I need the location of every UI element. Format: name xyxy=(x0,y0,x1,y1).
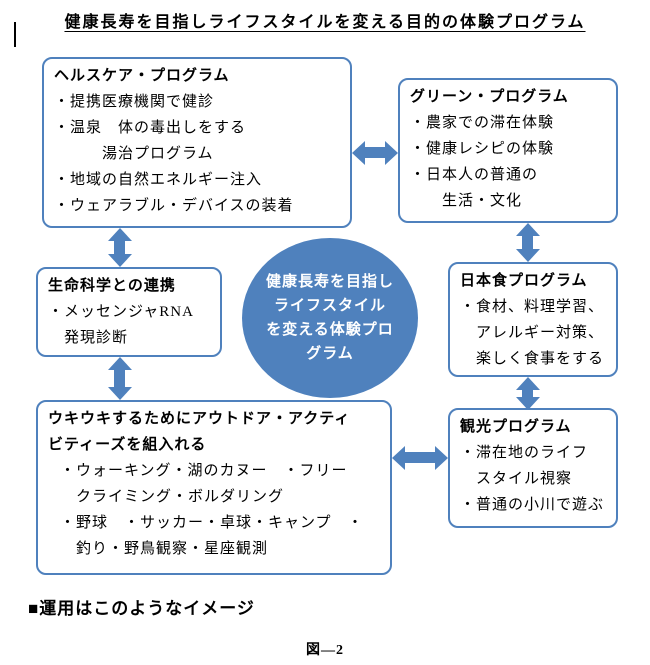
life-science-box: 生命科学との連携 ・メッセンジャRNA 発現診断 xyxy=(36,267,222,357)
double-arrow-outdoor-sightseeing-icon xyxy=(405,452,435,463)
section-heading: ■運用はこのようなイメージ xyxy=(28,599,255,618)
healthcare-line: ・地域の自然エネルギー注入 xyxy=(54,172,263,188)
healthcare-program-title: ヘルスケア・プログラム xyxy=(54,68,230,84)
ellipse-line: グラム xyxy=(306,345,354,362)
double-arrow-healthcare-green-icon xyxy=(365,147,385,158)
japanese-food-program-box: 日本食プログラム ・食材、料理学習、 アレルギー対策、 楽しく食事をする xyxy=(448,262,618,377)
life-science-line: 発現診断 xyxy=(48,330,129,346)
left-margin-bar xyxy=(14,22,16,47)
ellipse-line: ライフスタイル xyxy=(273,297,386,314)
green-line: 生活・文化 xyxy=(410,193,523,209)
healthcare-line: ・ウェアラブル・デバイスの装着 xyxy=(54,198,294,214)
outdoor-activities-box: ウキウキするためにアウトドア・アクティ ビティーズを組入れる ・ウォーキング・湖… xyxy=(36,400,392,575)
life-science-title: 生命科学との連携 xyxy=(48,278,176,294)
japanese-food-line: 楽しく食事をする xyxy=(460,351,605,367)
green-line: ・農家での滞在体験 xyxy=(410,115,555,131)
japanese-food-line: アレルギー対策、 xyxy=(460,325,605,341)
outdoor-activities-title: ウキウキするためにアウトドア・アクティ xyxy=(48,411,351,427)
outdoor-line: クライミング・ボルダリング xyxy=(60,489,285,505)
double-arrow-green-food-icon xyxy=(522,236,533,249)
double-arrow-food-sightseeing-icon xyxy=(522,390,533,397)
sightseeing-line: スタイル視察 xyxy=(460,471,573,487)
healthcare-program-box: ヘルスケア・プログラム ・提携医療機関で健診 ・温泉 体の毒出しをする 湯治プロ… xyxy=(42,57,352,228)
green-line: ・健康レシピの体験 xyxy=(410,141,555,157)
outdoor-line: ・野球 ・サッカー・卓球・キャンプ ・ xyxy=(60,515,364,531)
double-arrow-lifescience-outdoor-icon xyxy=(114,370,125,387)
page-title-text: 健康長寿を目指しライフスタイルを変える目的の体験プログラム xyxy=(64,14,586,31)
sightseeing-line: ・普通の小川で遊ぶ xyxy=(460,497,605,513)
healthcare-line: ・温泉 体の毒出しをする xyxy=(54,120,247,136)
sightseeing-line: ・滞在地のライフ xyxy=(460,445,589,461)
central-concept-ellipse: 健康長寿を目指し ライフスタイル を変える体験プロ グラム xyxy=(242,238,418,398)
healthcare-line: 湯治プログラム xyxy=(54,146,214,162)
outdoor-activities-title: ビティーズを組入れる xyxy=(48,437,207,453)
japanese-food-title: 日本食プログラム xyxy=(460,273,588,289)
figure-caption: 図―2 xyxy=(306,643,344,658)
green-program-box: グリーン・プログラム ・農家での滞在体験 ・健康レシピの体験 ・日本人の普通の … xyxy=(398,78,618,223)
life-science-line: ・メッセンジャRNA xyxy=(48,304,194,320)
page-title: 健康長寿を目指しライフスタイルを変える目的の体験プログラム xyxy=(0,8,650,32)
sightseeing-program-box: 観光プログラム ・滞在地のライフ スタイル視察 ・普通の小川で遊ぶ xyxy=(448,408,618,528)
double-arrow-healthcare-lifescience-icon xyxy=(114,241,125,254)
ellipse-line: を変える体験プロ xyxy=(266,321,394,338)
sightseeing-title: 観光プログラム xyxy=(460,419,572,435)
green-program-title: グリーン・プログラム xyxy=(410,89,569,105)
outdoor-line: 釣り・野鳥観察・星座観測 xyxy=(60,541,269,557)
green-line: ・日本人の普通の xyxy=(410,167,539,183)
outdoor-line: ・ウォーキング・湖のカヌー ・フリー xyxy=(60,463,348,479)
ellipse-line: 健康長寿を目指し xyxy=(265,273,394,290)
japanese-food-line: ・食材、料理学習、 xyxy=(460,299,605,315)
healthcare-line: ・提携医療機関で健診 xyxy=(54,94,215,110)
